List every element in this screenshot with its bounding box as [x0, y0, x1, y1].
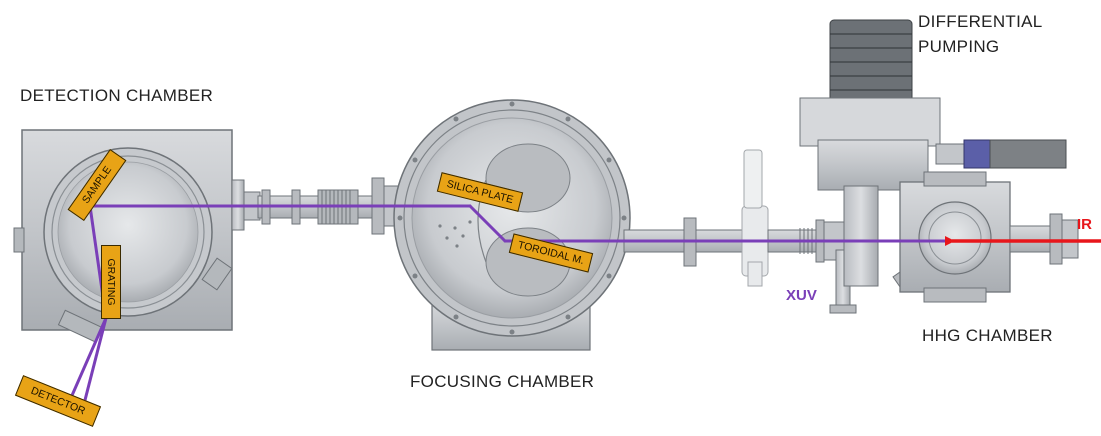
hhg-chamber: [892, 171, 1079, 303]
focusing-chamber-label: FOCUSING CHAMBER: [410, 372, 595, 391]
differential-pumping-label-line1: DIFFERENTIAL: [918, 12, 1043, 31]
detection-chamber-label: DETECTION CHAMBER: [20, 86, 214, 105]
differential-pumping: [799, 19, 1067, 287]
grating-tag: GRATING: [101, 245, 121, 319]
xuv-beam-path: [68, 204, 952, 406]
detection-chamber: [13, 129, 261, 343]
differential-pumping-label-line2: PUMPING: [918, 37, 1000, 56]
xuv-beam-label: XUV: [786, 287, 817, 304]
ir-beam-label: IR: [1077, 216, 1092, 233]
hhg-chamber-label: HHG CHAMBER: [922, 326, 1053, 345]
focusing-chamber: [393, 99, 631, 351]
